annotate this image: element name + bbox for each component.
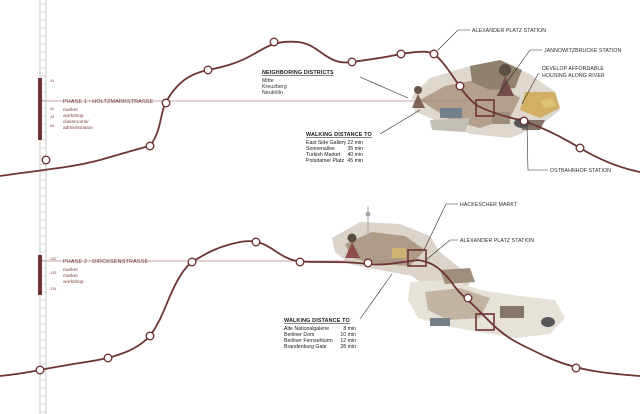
ruler-ticks — [40, 3, 46, 413]
route-node — [161, 98, 171, 108]
leader-ostbahnhof — [526, 124, 548, 171]
route-node — [463, 293, 473, 303]
phase1-function: administration — [63, 125, 93, 131]
phase1-marker-4: 44 — [50, 124, 54, 128]
phase2-marker-1: 132 — [50, 257, 56, 261]
callout-develop-housing: HOUSING ALONG RIVER — [542, 73, 605, 79]
walking-time: 12 min — [340, 338, 356, 344]
leader-hackescher — [423, 203, 458, 251]
walking-time: 28 min — [340, 344, 356, 350]
alexanderplatz-station-marker-2 — [475, 313, 495, 331]
walking-place: Berliner Dom — [284, 332, 314, 338]
leader-neighboring — [359, 76, 409, 99]
callout-jannowitzbrucke-station: JANNOWITZBRUCKE STATION — [544, 48, 621, 54]
route-node — [429, 49, 439, 59]
phase2-marker-3: 134 — [50, 287, 56, 291]
district-item: Neukölln — [262, 90, 283, 96]
phase2-title: PHASE 2 : DIRCKSENSTRASSE — [63, 259, 148, 265]
phase1-function: workshop — [63, 113, 84, 119]
walking-time: 10 min — [340, 332, 356, 338]
route-node — [187, 257, 197, 267]
walking-time: 35 min — [347, 146, 363, 152]
route-node — [571, 363, 581, 373]
walking-time: 40 min — [347, 152, 363, 158]
hackescher-markt-marker — [407, 249, 427, 267]
phase2-collage-image — [332, 206, 565, 338]
leader-walking-2 — [359, 273, 393, 320]
district-item: Kreuzberg — [262, 84, 287, 90]
callout-develop-housing: DEVELOP AFFORDABLE — [542, 66, 604, 72]
callout-hackescher-markt: HACKESCHER MARKT — [460, 202, 518, 208]
phase2-route-nodes — [35, 237, 581, 375]
phase2-marker-2: 133 — [50, 271, 56, 275]
walking-time: 22 min — [347, 140, 363, 146]
phase1-walking-list: East Side Gallery 22 min Sonnenallee 35 … — [306, 140, 363, 164]
walking-place: East Side Gallery — [306, 140, 346, 146]
route-node — [41, 155, 51, 165]
leader-alexander-2 — [425, 239, 458, 261]
route-node — [269, 37, 279, 47]
phase1-ruler-bar — [38, 78, 42, 140]
phase2-function: workshop — [63, 279, 84, 285]
route-node — [35, 365, 45, 375]
leader-walking-1 — [379, 109, 421, 135]
phase2-walking-title: WALKING DISTANCE TO — [284, 318, 350, 324]
phase1-marker-1: 41 — [50, 79, 54, 83]
walking-place: Potsdamer Platz — [306, 158, 344, 164]
route-node — [251, 237, 261, 247]
route-node — [203, 65, 213, 75]
route-node — [295, 257, 305, 267]
route-node — [347, 57, 357, 67]
phase1-function: classrooms/ — [63, 119, 89, 125]
phase1-marker-3: 43 — [50, 115, 54, 119]
phase1-title: PHASE 1 : HOLTZMARKSTRASSE — [63, 99, 154, 105]
callout-ostbahnhof-station: OSTBAHNHOF STATION — [550, 168, 611, 174]
route-node — [519, 116, 529, 126]
phase2-walking-list: Alte Nationalgalerie 8 min Berliner Dom … — [284, 326, 356, 350]
phase1-marker-2: 42 — [50, 107, 54, 111]
walking-time: 8 min — [343, 326, 356, 332]
phase2-function: market — [63, 267, 78, 273]
route-node — [396, 49, 406, 59]
phase1-walking-title: WALKING DISTANCE TO — [306, 132, 372, 138]
route-node — [363, 258, 373, 268]
phase1-function: market — [63, 107, 78, 113]
route-node — [575, 143, 585, 153]
route-node — [145, 141, 155, 151]
route-node — [103, 353, 113, 363]
leader-jannowitz — [496, 49, 542, 97]
leader-alexander-1 — [437, 29, 470, 51]
route-node — [455, 81, 465, 91]
walking-place: Sonnenallee — [306, 146, 335, 152]
leader-develop — [521, 73, 540, 105]
walking-place: Brandenburg Gate — [284, 344, 327, 350]
phase2-function: market — [63, 273, 78, 279]
neighboring-districts-title: NEIGHBORING DISTRICTS — [262, 70, 334, 76]
alexanderplatz-station-marker — [475, 99, 495, 117]
walking-time: 45 min — [347, 158, 363, 164]
callout-alexanderplatz-station-2: ALEXANDER PLATZ STATION — [460, 238, 534, 244]
callout-alexanderplatz-station: ALEXANDER PLATZ STATION — [472, 28, 546, 34]
walking-place: Alte Nationalgalerie — [284, 326, 329, 332]
district-item: Mitte — [262, 78, 274, 84]
timeline-ruler — [38, 0, 47, 414]
walking-place: Berliner Fernsehturm — [284, 338, 333, 344]
phase1-route-nodes — [41, 37, 585, 165]
phase2-ruler-bar — [38, 255, 42, 295]
walking-place: Turkish Market — [306, 152, 341, 158]
route-node — [145, 331, 155, 341]
